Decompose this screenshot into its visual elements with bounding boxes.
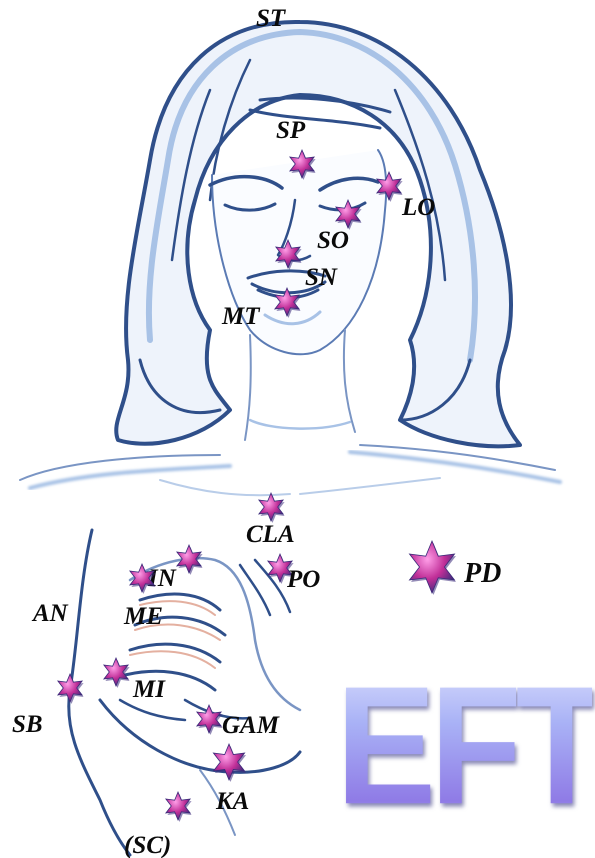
sn-point-star-icon xyxy=(271,237,305,271)
st-point-label: ST xyxy=(256,6,285,31)
mi-point-star-icon xyxy=(99,655,133,689)
sb-point-star-icon xyxy=(53,671,87,705)
gam-point-star-icon xyxy=(192,702,226,736)
sn-point-label: SN xyxy=(305,265,337,290)
lo-point-star-icon xyxy=(372,169,406,203)
me-point-label: ME xyxy=(124,604,163,629)
so-point-star-icon xyxy=(331,197,365,231)
cla-point-star-icon xyxy=(254,490,288,524)
in-point-star-icon xyxy=(172,542,206,576)
gam-point-label: GAM xyxy=(222,713,279,738)
pd-point-star-icon xyxy=(403,538,461,596)
so-point-label: SO xyxy=(317,228,349,253)
cla-point-label: CLA xyxy=(246,522,295,547)
sb-point-label: SB xyxy=(12,712,43,737)
ka-point-label: KA xyxy=(216,789,249,814)
sc-point-star-icon xyxy=(161,789,195,823)
po-point-label: PO xyxy=(287,567,320,592)
mt-point-label: MT xyxy=(222,304,260,329)
mt-point-star-icon xyxy=(270,285,304,319)
sp-point-star-icon xyxy=(285,147,319,181)
sc-point-label: (SC) xyxy=(124,833,171,858)
lo-point-label: LO xyxy=(402,195,435,220)
eft-logo: EFT xyxy=(336,645,592,845)
eft-logo-text: EFT xyxy=(336,633,592,857)
me-point-star-icon xyxy=(125,561,159,595)
pd-point-label: PD xyxy=(464,560,501,588)
mi-point-label: MI xyxy=(133,677,165,702)
an-point-label: AN xyxy=(33,601,68,626)
ka-point-star-icon xyxy=(208,741,250,783)
sp-point-label: SP xyxy=(276,118,305,143)
